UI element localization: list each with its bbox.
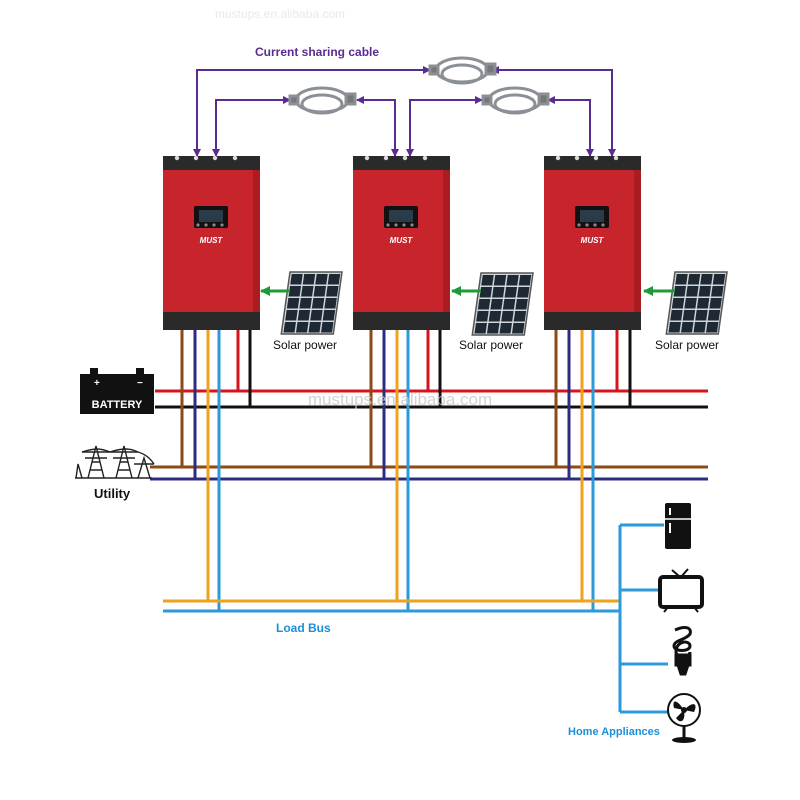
inverter-bottom-cap: [163, 312, 260, 330]
inverter-body: [163, 156, 260, 330]
fridge-icon: [665, 503, 691, 549]
solar-power-label: Solar power: [273, 338, 337, 352]
inverter-1-wires: [180, 330, 252, 611]
load-bus-lines: [163, 599, 620, 613]
utility-bus: [150, 465, 708, 481]
utility-label: Utility: [94, 486, 131, 501]
inverter-1: MUST: [163, 155, 260, 330]
inverter-2: MUST: [353, 155, 450, 330]
top-watermark: mustups.en.alibaba.com: [215, 7, 345, 21]
inverter-2-wires: [369, 330, 442, 611]
current-sharing-cable-label: Current sharing cable: [255, 45, 379, 59]
cable-coil-right: [481, 86, 550, 115]
fan-icon: [667, 693, 701, 743]
brand-logo: MUST: [390, 236, 414, 245]
inverter-3-wires: [554, 330, 632, 611]
inverter-body: [353, 156, 450, 330]
home-appliances-label: Home Appliances: [568, 726, 660, 738]
svg-text:−: −: [137, 378, 143, 389]
battery-icon: + −: [80, 368, 154, 414]
tv-icon: [658, 568, 704, 613]
inverter-bottom-cap: [353, 312, 450, 330]
current-sharing-cables: [193, 66, 616, 157]
brand-logo: MUST: [581, 236, 605, 245]
brand-logo: MUST: [200, 236, 224, 245]
solar-power-label: Solar power: [655, 338, 719, 352]
utility-pylon-icon: [75, 445, 155, 479]
cable-coil-top: [428, 56, 497, 85]
solar-power-label: Solar power: [459, 338, 523, 352]
watermark: mustups.en.alibaba.com: [308, 390, 492, 409]
cable-coil-left: [288, 86, 357, 115]
solar-panel-1: Solar power: [260, 271, 343, 352]
svg-text:+: +: [94, 378, 100, 389]
solar-panel-2: Solar power: [451, 272, 534, 352]
inverter-body: [544, 156, 641, 330]
inverter-bottom-cap: [544, 312, 641, 330]
appliance-feed: [618, 523, 668, 714]
solar-panel-3: Solar power: [643, 271, 728, 352]
bulb-icon: [672, 625, 692, 676]
load-bus-label: Load Bus: [276, 621, 331, 635]
inverter-3: MUST: [544, 155, 641, 330]
battery-label: BATTERY: [92, 399, 143, 411]
